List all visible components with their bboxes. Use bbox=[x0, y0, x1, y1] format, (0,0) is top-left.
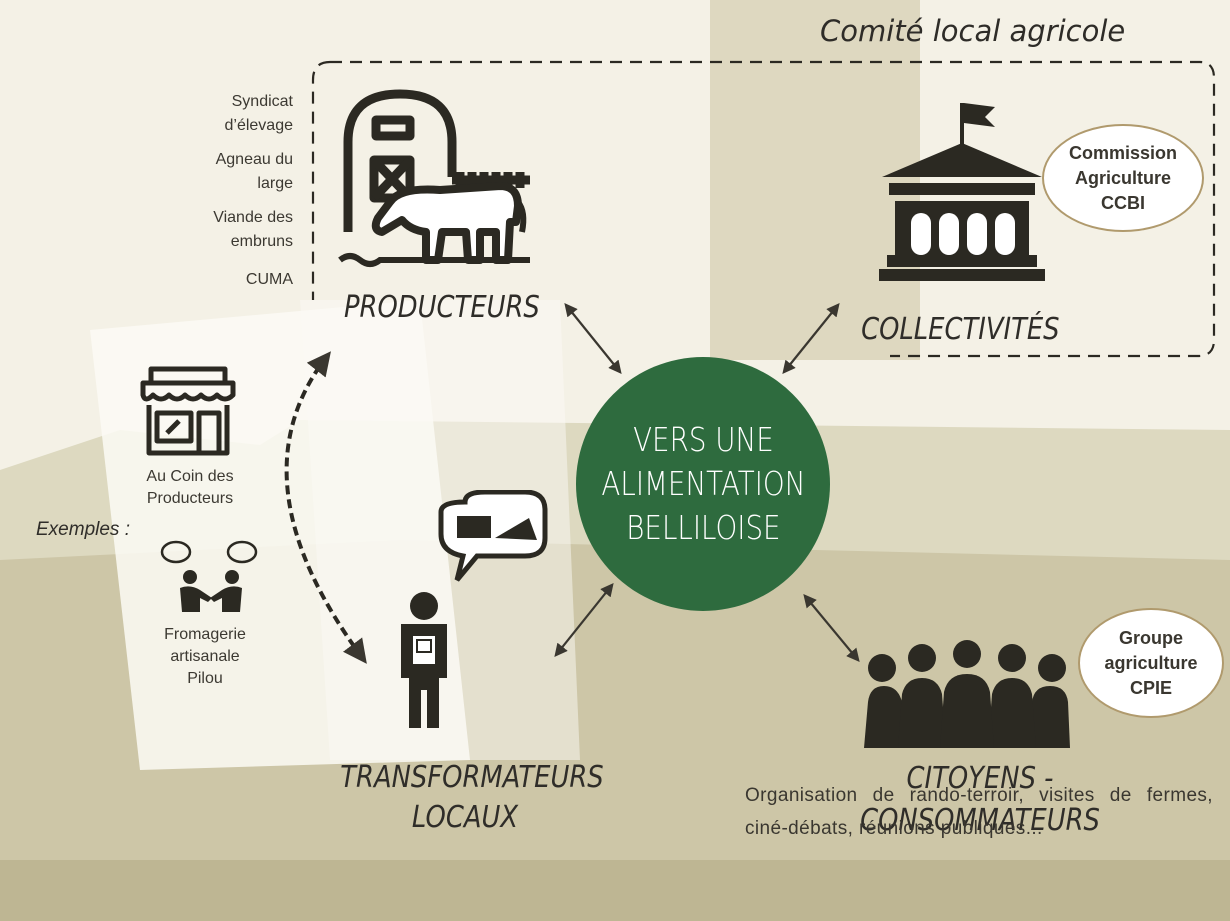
exemples-label: Exemples : bbox=[36, 519, 130, 540]
shop-icon bbox=[140, 366, 236, 456]
center-goal: VERS UNE ALIMENTATION BELLILOISE bbox=[576, 357, 830, 611]
role-producteurs: PRODUCTEURS bbox=[344, 290, 540, 325]
government-building-icon bbox=[879, 103, 1045, 281]
example-viande: Viande des embruns bbox=[213, 209, 293, 250]
role-citoyens: CITOYENS - CONSOMMATEURS bbox=[860, 761, 1100, 838]
example-cuma: CUMA bbox=[245, 271, 293, 288]
activities-note: Organisation de rando-terroir, visites d… bbox=[745, 785, 1213, 839]
example-syndicat: Syndicat d’élevage bbox=[224, 93, 294, 134]
artisan-icon bbox=[401, 490, 548, 728]
comite-title: Comité local agricole bbox=[820, 14, 1126, 48]
barn-cow-icon bbox=[338, 89, 530, 267]
example-agneau: Agneau du large bbox=[215, 151, 293, 192]
crowd-icon bbox=[864, 640, 1070, 748]
example-shop-label: Au Coin des Producteurs bbox=[146, 468, 234, 507]
commission-badge: Commission Agriculture CCBI bbox=[1042, 124, 1204, 232]
handshake-icon bbox=[160, 540, 258, 612]
groupe-badge: Groupe agriculture CPIE bbox=[1078, 608, 1224, 718]
role-transformateurs: TRANSFORMATEURS LOCAUX bbox=[340, 760, 604, 835]
example-fromagerie-label: Fromagerie artisanale Pilou bbox=[164, 626, 246, 687]
role-collectivites: COLLECTIVITÉS bbox=[861, 312, 1060, 347]
